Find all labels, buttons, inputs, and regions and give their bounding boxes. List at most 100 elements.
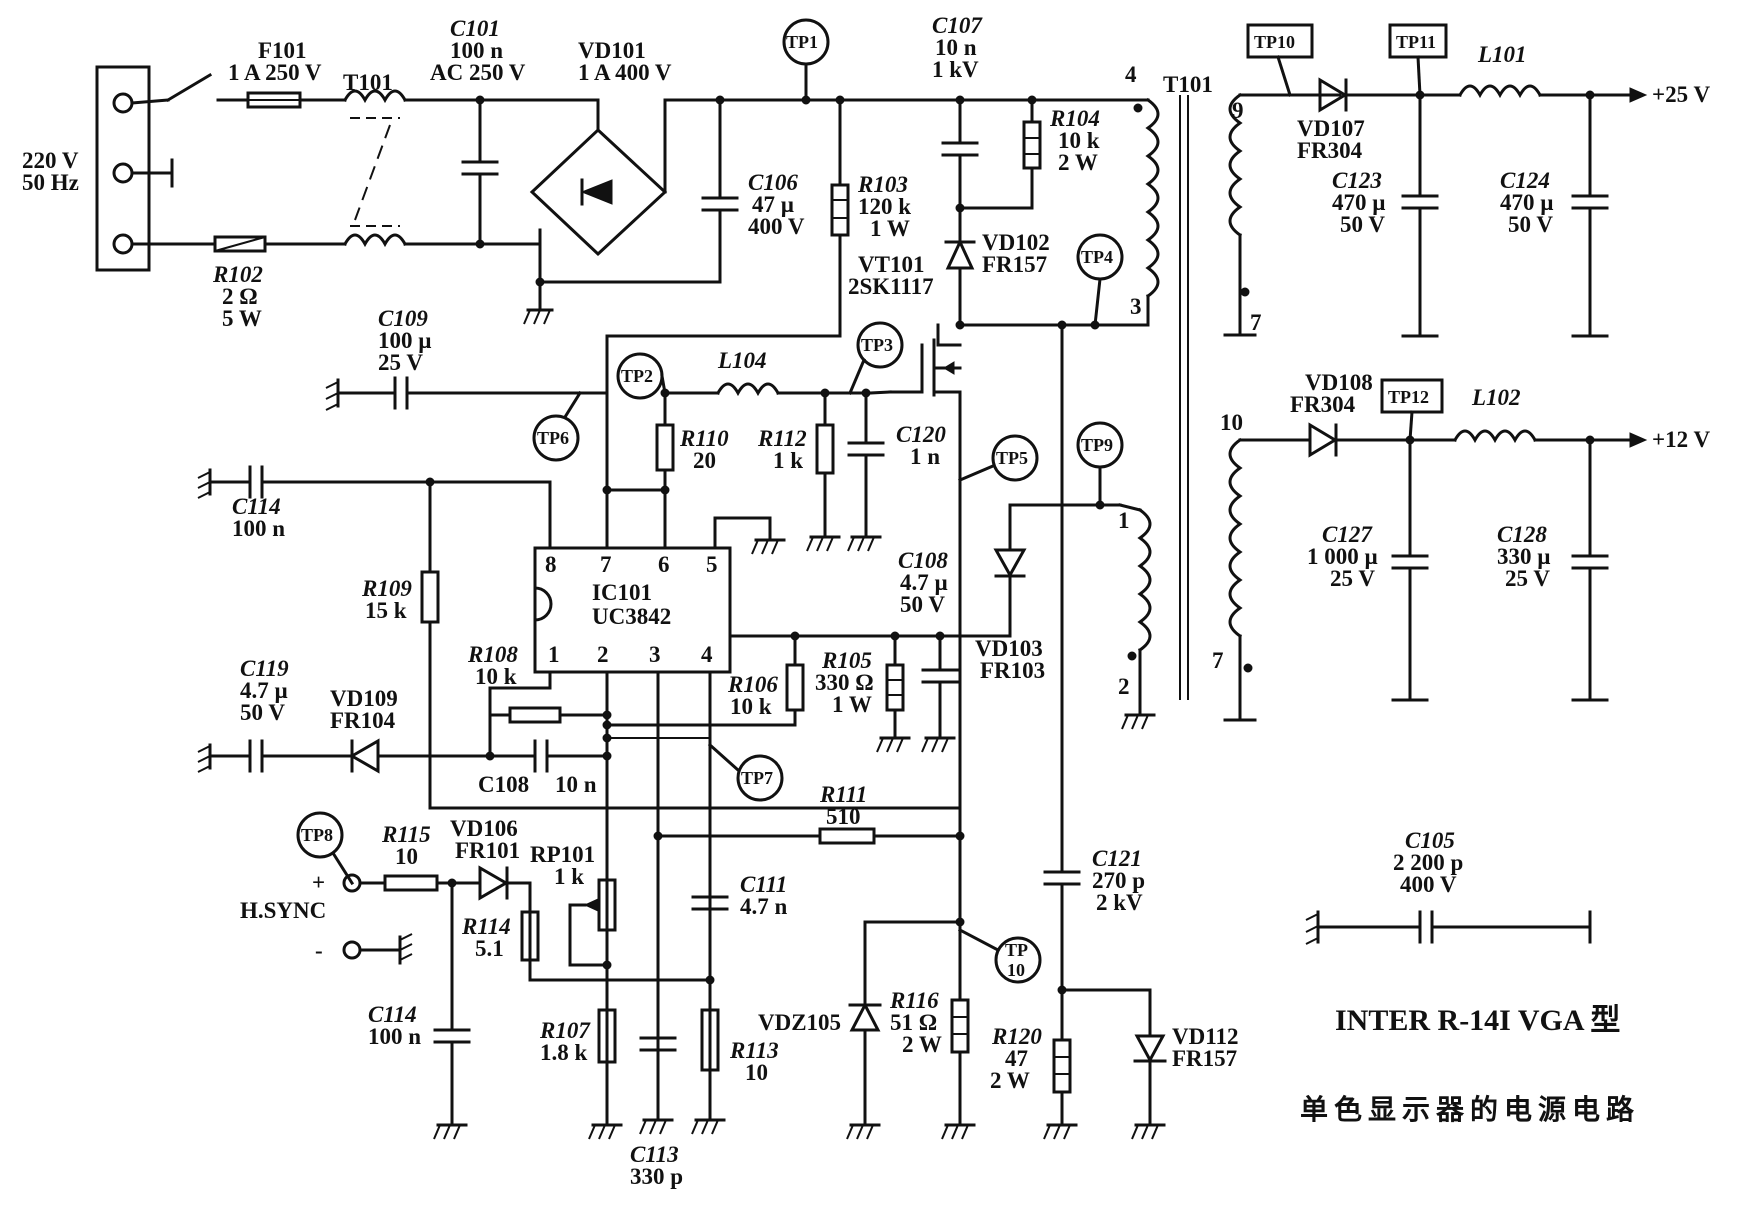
r111-value: 510	[826, 804, 861, 829]
ic-part: UC3842	[592, 604, 671, 629]
r113-value: 10	[745, 1060, 768, 1085]
t101-choke-ref: T101	[343, 70, 393, 95]
tp1-label: TP1	[786, 32, 818, 52]
resistor-r110	[602, 391, 675, 550]
r108-ref: R108	[467, 642, 518, 667]
c101-value2: AC 250 V	[430, 60, 526, 85]
rp101-ref: RP101	[530, 842, 595, 867]
c119-ref: C119	[240, 656, 289, 681]
vd108-ref: VD108	[1305, 370, 1373, 395]
r103-ref: R103	[857, 172, 908, 197]
tp9-label: TP9	[1081, 435, 1113, 455]
resistor-r120	[1043, 988, 1078, 1140]
c108a-ref: C108	[898, 548, 948, 573]
r120-value2: 2 W	[990, 1068, 1030, 1093]
hsync-minus: -	[315, 938, 323, 963]
vd101-value: 1 A 400 V	[578, 60, 672, 85]
l102-ref: L102	[1471, 385, 1521, 410]
vd109-ref: VD109	[330, 686, 398, 711]
l101-ref: L101	[1477, 42, 1527, 67]
c108b-value: 10 n	[555, 772, 597, 797]
resistor-r109	[420, 480, 962, 810]
capacitor-c107	[941, 95, 979, 242]
ic-pin5: 5	[706, 552, 718, 577]
t101-pin3: 3	[1130, 294, 1142, 319]
capacitor-c127	[1391, 435, 1429, 702]
r105-value1: 330 Ω	[815, 670, 874, 695]
r106-value: 10 k	[730, 694, 772, 719]
c108a-value1: 4.7 µ	[900, 570, 948, 595]
c107-ref: C107	[932, 13, 983, 38]
c109-value1: 100 µ	[378, 328, 432, 353]
ic-pin4: 4	[701, 642, 713, 667]
test-point-tp9	[1076, 421, 1124, 510]
ic-pin1: 1	[548, 642, 560, 667]
capacitor-c123	[1401, 90, 1439, 338]
c101-ref: C101	[450, 16, 500, 41]
vd112-ref: VD112	[1172, 1024, 1238, 1049]
ic-name: IC101	[592, 580, 652, 605]
tp5-label: TP5	[996, 448, 1028, 468]
c127-value2: 25 V	[1330, 566, 1375, 591]
r106-ref: R106	[727, 672, 778, 697]
resistor-r105	[876, 631, 911, 753]
capacitor-c108-b	[533, 733, 710, 773]
test-point-tp7	[707, 742, 784, 802]
vdz105-ref: VDZ105	[758, 1010, 841, 1035]
tp4-label: TP4	[1081, 247, 1113, 267]
inductor-l101	[1418, 84, 1648, 103]
r116-ref: R116	[889, 988, 939, 1013]
r120-ref: R120	[991, 1024, 1042, 1049]
capacitor-c128	[1571, 435, 1609, 702]
r112-ref: R112	[757, 426, 807, 451]
resistor-r111	[653, 827, 965, 845]
test-point-tp10-box	[1246, 23, 1314, 97]
tp10-circle-a: TP	[1005, 940, 1028, 960]
tp12-label: TP12	[1388, 387, 1429, 407]
c105-value1: 2 200 p	[1393, 850, 1463, 875]
r116-value2: 2 W	[902, 1032, 942, 1057]
test-point-tp5	[958, 434, 1039, 482]
c113-value: 330 p	[630, 1164, 683, 1189]
r113-ref: R113	[729, 1038, 779, 1063]
r109-value: 15 k	[365, 598, 407, 623]
diode-vd106	[478, 865, 532, 967]
c105-value2: 400 V	[1400, 872, 1457, 897]
transformer-winding-12v	[1223, 437, 1312, 722]
hsync-label: H.SYNC	[240, 898, 326, 923]
capacitor-c105	[1305, 910, 1592, 945]
r105-value2: 1 W	[832, 692, 872, 717]
r111-ref: R111	[819, 782, 867, 807]
vd101-ref: VD101	[578, 38, 646, 63]
c121-value2: 2 kV	[1096, 890, 1143, 915]
ic-pin8: 8	[545, 552, 557, 577]
r104-ref: R104	[1049, 106, 1100, 131]
test-point-tp1	[782, 18, 830, 105]
vd107-ref: VD107	[1297, 116, 1365, 141]
diode-vd107	[1318, 77, 1422, 113]
power-switch	[130, 72, 250, 105]
capacitor-c111	[691, 895, 729, 911]
c107-value1: 10 n	[935, 35, 977, 60]
test-point-tp4	[1076, 233, 1124, 327]
tp10-box-label: TP10	[1254, 32, 1295, 52]
r115-value: 10	[395, 844, 418, 869]
pin7a-label: 7	[1250, 310, 1262, 335]
test-point-tp12-box	[1380, 378, 1444, 442]
r104-value1: 10 k	[1058, 128, 1100, 153]
capacitor-c121	[1043, 323, 1152, 995]
l104-ref: L104	[717, 348, 767, 373]
r112-value: 1 k	[773, 448, 803, 473]
hsync-plus: +	[312, 870, 325, 895]
capacitor-c106	[475, 95, 739, 287]
f101-value: 1 A 250 V	[228, 60, 322, 85]
fuse-f101	[246, 91, 347, 109]
ic-pin2: 2	[597, 642, 609, 667]
c128-value2: 25 V	[1505, 566, 1550, 591]
capacitor-c114-b	[433, 881, 471, 1140]
capacitor-c120	[847, 388, 885, 552]
r109-ref: R109	[361, 576, 412, 601]
c114a-ref: C114	[232, 494, 281, 519]
vd107-value: FR304	[1297, 138, 1363, 163]
c119-value2: 50 V	[240, 700, 285, 725]
